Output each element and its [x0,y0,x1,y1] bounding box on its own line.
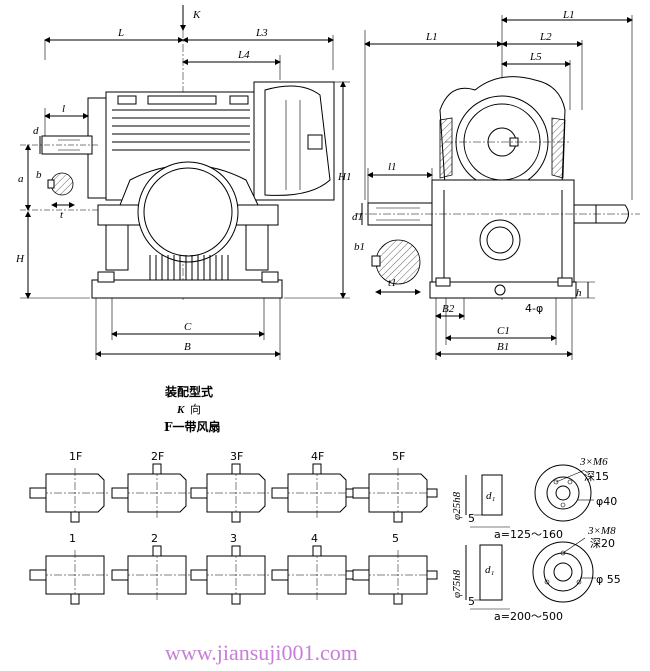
dim-C: C [184,321,192,333]
assembly-types: 1F 2F 3F 4F 5F 1 2 3 4 5 [29,450,438,605]
dim-d1: d1 [352,211,363,223]
dim-C1: C1 [497,325,510,337]
dim-H1: H1 [337,171,351,183]
assembly-label-fan-2: 2F [151,450,164,463]
dim-h: h [576,287,582,299]
dim-b1: b1 [354,241,365,253]
assembly-label-plain-4: 4 [311,532,318,545]
assembly-label-plain-3: 3 [230,532,237,545]
detail-top-d: d₁ [486,490,496,502]
detail-top: φ25h8 d₁ 5 a=125～160 3×M6 深15 φ40 [451,456,617,541]
assembly-row-fan: 1F 2F 3F 4F 5F [29,450,438,523]
front-view: K L L3 L4 l d [15,5,351,360]
assembly-row-plain: 1 2 3 4 5 [29,532,438,605]
assembly-type-plain-3: 3 [190,532,271,605]
dim-B1: B1 [497,341,509,353]
dim-l1: l1 [388,161,397,173]
caption-line2-letter: K [176,404,185,416]
dim-L: L [117,27,124,39]
assembly-type-fan-1: 1F [29,450,110,523]
dim-L1: L1 [425,31,438,43]
caption-line1: 装配型式 [164,384,213,399]
detail-bottom-range: a=200～500 [494,610,563,623]
dim-t: t [60,209,64,221]
assembly-label-fan-5: 5F [392,450,405,463]
dim-a: a [18,173,24,185]
caption-line3: F一带风扇 [164,419,221,434]
assembly-type-plain-5: 5 [352,532,438,605]
detail-bottom-key: 5 [468,595,475,608]
detail-bottom-thread: 3×M8 [587,525,616,537]
watermark: www.jiansuji001.com [165,640,358,665]
assembly-type-plain-1: 1 [29,532,110,605]
dim-B2: B2 [442,303,455,315]
cooling-fins [149,255,229,290]
assembly-label-plain-1: 1 [69,532,76,545]
dim-b: b [36,169,42,181]
dim-L1-top: L1 [562,9,575,21]
dim-L3: L3 [255,27,268,39]
detail-bottom: φ75h8 d₁ 5 a=200～500 3×M8 深20 φ 55 [451,525,621,623]
assembly-type-plain-2: 2 [111,532,192,600]
dim-L4: L4 [237,49,250,61]
detail-top-range: a=125～160 [494,528,563,541]
assembly-type-fan-4: 4F [271,450,357,518]
assembly-label-plain-5: 5 [392,532,399,545]
detail-top-pcd: φ40 [596,495,617,508]
assembly-type-fan-2: 2F [111,450,192,518]
assembly-label-fan-1: 1F [69,450,82,463]
detail-bottom-d: d₁ [485,564,495,576]
detail-top-depth: 深15 [584,470,609,483]
caption: 装配型式 K 向 F一带风扇 [164,384,221,434]
dim-holes: 4-φ [525,302,543,315]
assembly-type-fan-5: 5F [352,450,438,523]
detail-bottom-depth: 深20 [590,537,615,550]
k-arrow-label: K [192,9,201,21]
dim-L5: L5 [529,51,542,63]
assembly-label-fan-3: 3F [230,450,243,463]
detail-top-shaft: φ25h8 [451,491,463,520]
caption-line2-text: 向 [190,402,201,416]
side-view: L1 L1 L2 L5 l1 [352,9,640,360]
assembly-label-fan-4: 4F [311,450,324,463]
dim-H: H [15,253,25,265]
assembly-label-plain-2: 2 [151,532,158,545]
dim-t1: t1 [388,277,397,289]
dim-d: d [33,125,39,137]
detail-bottom-pcd: φ 55 [596,573,621,586]
dim-l: l [62,103,65,115]
detail-top-key: 5 [468,512,475,525]
detail-bottom-shaft: φ75h8 [451,569,463,598]
dim-L2: L2 [539,31,552,43]
dim-B: B [184,341,191,353]
assembly-type-fan-3: 3F [190,450,271,523]
detail-top-thread: 3×M6 [579,456,608,468]
assembly-type-plain-4: 4 [271,532,357,600]
